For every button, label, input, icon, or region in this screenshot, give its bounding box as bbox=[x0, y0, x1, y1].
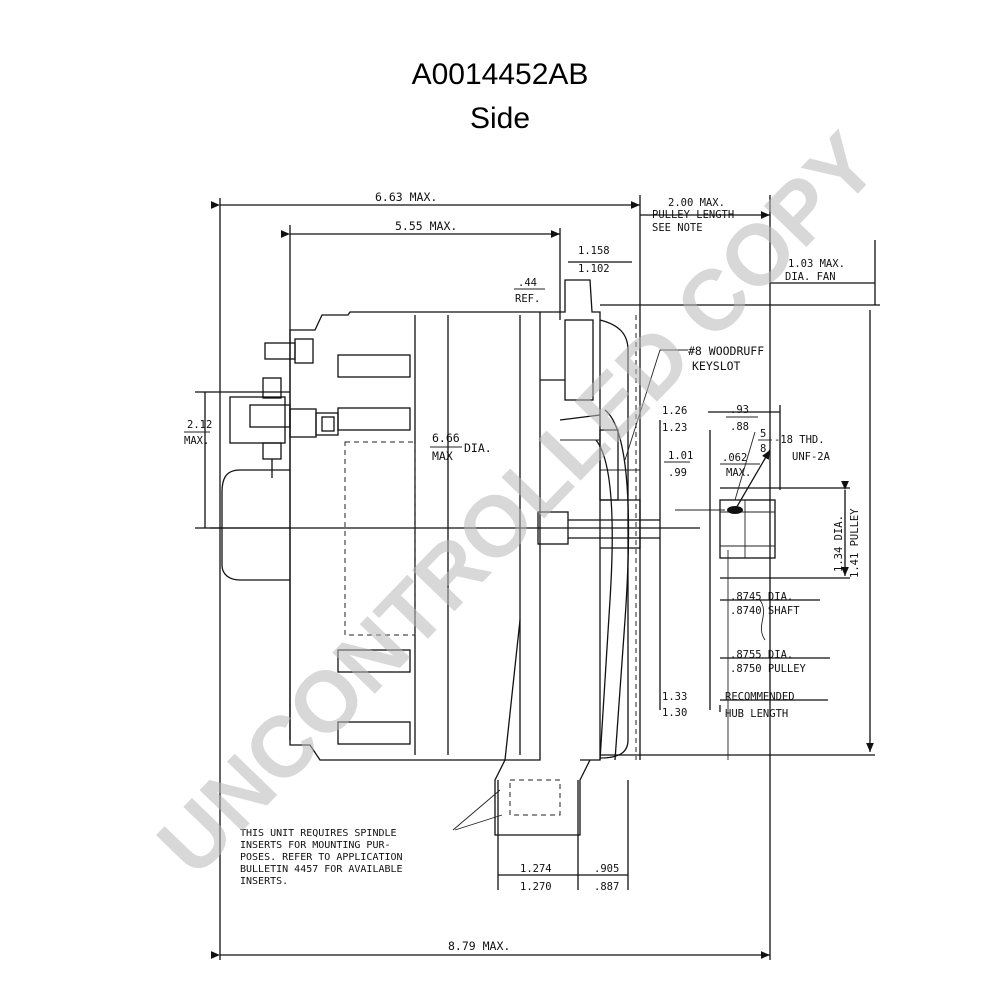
thread-line1: -18 THD. bbox=[774, 434, 825, 446]
leader-lines bbox=[452, 349, 756, 831]
shaft-dia-line1: .8745 DIA. bbox=[730, 591, 793, 603]
dim-1-01: 1.01 bbox=[668, 450, 693, 462]
keyslot-line2: KEYSLOT bbox=[692, 359, 741, 373]
dim-0-062-max: MAX. bbox=[726, 467, 751, 479]
mounting-note: THIS UNIT REQUIRES SPINDLE INSERTS FOR M… bbox=[240, 828, 403, 887]
foot-dim-905: .905 bbox=[594, 863, 619, 875]
thread-line2: UNF-2A bbox=[792, 451, 831, 463]
total-length-label: 8.79 MAX. bbox=[448, 939, 510, 953]
height-dim-top: 2.12 bbox=[187, 419, 212, 431]
pulley-bore-line1: .8755 DIA. bbox=[730, 649, 793, 661]
dim-0-062: .062 bbox=[722, 452, 747, 464]
alternator-body bbox=[221, 279, 660, 836]
hub-dim-133: 1.33 bbox=[662, 691, 687, 703]
flange-dim-bottom: 1.102 bbox=[578, 263, 610, 275]
shaft-dia-line2: .8740 SHAFT bbox=[730, 605, 800, 617]
dim-1-26: 1.26 bbox=[662, 405, 687, 417]
overall-length-label: 6.63 MAX. bbox=[375, 190, 437, 204]
shaft-detail bbox=[675, 449, 776, 760]
terminal-studs bbox=[229, 338, 339, 478]
dim-088: .88 bbox=[730, 421, 749, 433]
view-subtitle: Side bbox=[469, 102, 531, 135]
pulley-bore-line2: .8750 PULLEY bbox=[730, 663, 807, 675]
foot-dim-1274: 1.274 bbox=[520, 863, 552, 875]
note-line: INSERTS FOR MOUNTING PUR- bbox=[240, 840, 391, 851]
ref-dim-bottom: REF. bbox=[515, 293, 540, 305]
part-number-title: A0014452AB bbox=[411, 58, 589, 91]
body-length-label: 5.55 MAX. bbox=[395, 219, 457, 233]
ref-dim-top: .44 bbox=[518, 277, 537, 289]
note-line: THIS UNIT REQUIRES SPINDLE bbox=[240, 828, 397, 839]
foot-dim-887: .887 bbox=[594, 881, 619, 893]
dim-1-23: 1.23 bbox=[662, 422, 687, 434]
fan-dim-line2: DIA. FAN bbox=[785, 271, 836, 283]
thread-fraction-num: 5 bbox=[760, 428, 766, 440]
foot-dim-1270: 1.270 bbox=[520, 881, 552, 893]
dimension-lines bbox=[195, 195, 880, 960]
height-dim-bottom: MAX. bbox=[184, 435, 209, 447]
diameter-dim-max: MAX bbox=[432, 449, 453, 463]
note-line: POSES. REFER TO APPLICATION bbox=[240, 852, 403, 863]
diameter-dim-label: DIA. bbox=[464, 441, 492, 455]
pulley-length-line2: PULLEY LENGTH bbox=[652, 209, 734, 221]
pulley-length-line3: SEE NOTE bbox=[652, 222, 703, 234]
thread-fraction-den: 8 bbox=[760, 443, 766, 455]
hub-dim-130: 1.30 bbox=[662, 707, 687, 719]
dim-099: .99 bbox=[668, 467, 687, 479]
keyslot-line1: #8 WOODRUFF bbox=[688, 344, 764, 358]
dimension-labels: 6.63 MAX. 5.55 MAX. 2.00 MAX. PULLEY LEN… bbox=[184, 190, 861, 953]
note-line: BULLETIN 4457 FOR AVAILABLE bbox=[240, 864, 403, 875]
pulley-length-line1: 2.00 MAX. bbox=[668, 197, 725, 209]
uncontrolled-copy-watermark: UNCONTROLLED COPY bbox=[140, 115, 896, 893]
pulley-dia-134: 1.34 DIA. bbox=[833, 515, 845, 572]
diameter-dim-top: 6.66 bbox=[432, 431, 460, 445]
hub-note-line2: HUB LENGTH bbox=[725, 708, 788, 720]
dim-093: .93 bbox=[730, 404, 749, 416]
fan-dim-line1: 1.03 MAX. bbox=[788, 258, 845, 270]
note-line: INSERTS. bbox=[240, 876, 288, 887]
pulley-dia-141: 1.41 PULLEY bbox=[849, 508, 861, 578]
hub-note-line1: RECOMMENDED bbox=[725, 691, 795, 703]
flange-dim-top: 1.158 bbox=[578, 245, 610, 257]
